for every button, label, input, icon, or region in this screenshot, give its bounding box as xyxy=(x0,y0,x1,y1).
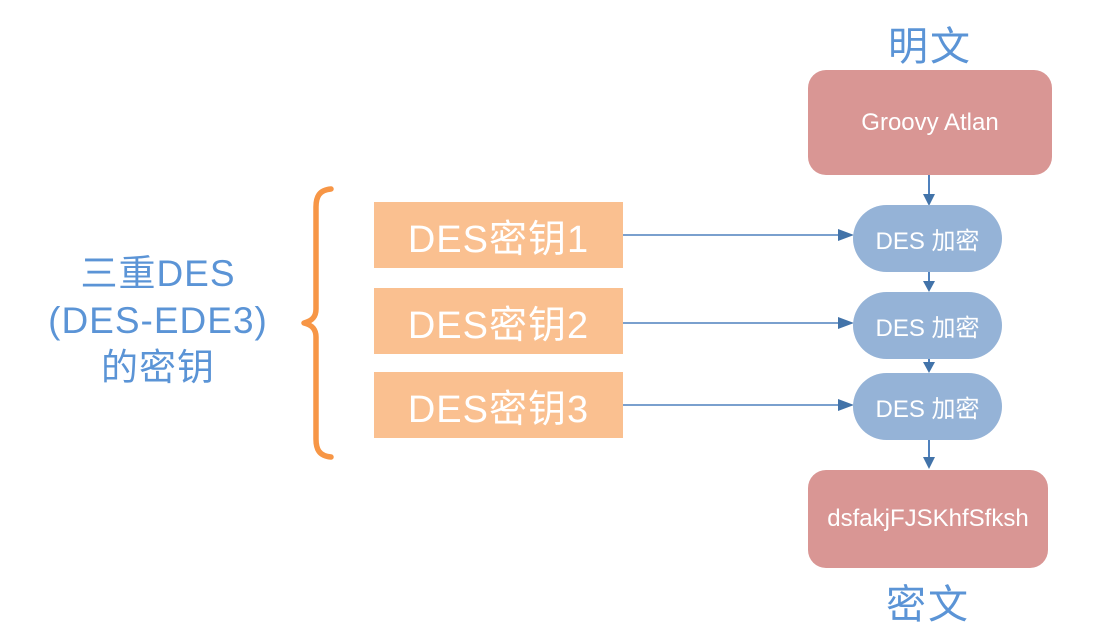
arrow-stage3-to-ciphertext xyxy=(923,440,935,469)
key-box-2-label: DES密钥2 xyxy=(407,304,590,347)
stage-pill-2-label: DES 加密 xyxy=(875,315,980,342)
stage-pill-1-label: DES 加密 xyxy=(875,228,980,255)
ciphertext-value: dsfakjFJSKhfSfksh xyxy=(827,505,1029,532)
key-group-label-line3: 的密钥 xyxy=(101,347,215,388)
stage-pill-3: DES 加密 xyxy=(853,373,1002,440)
key-box-1-label: DES密钥1 xyxy=(407,218,590,261)
ciphertext-box: dsfakjFJSKhfSfksh xyxy=(808,470,1048,568)
stage-pill-3-label: DES 加密 xyxy=(875,396,980,423)
arrow-key2-to-stage2 xyxy=(623,317,854,329)
ciphertext-label: 密文 xyxy=(886,583,970,627)
arrow-key3-to-stage3 xyxy=(623,399,854,411)
stage-pill-1: DES 加密 xyxy=(853,205,1002,272)
arrow-plaintext-to-stage1 xyxy=(923,175,935,206)
arrow-stage2-to-stage3 xyxy=(923,359,935,373)
arrow-stage1-to-stage2 xyxy=(923,272,935,292)
stage-pill-2: DES 加密 xyxy=(853,292,1002,359)
plaintext-box: Groovy Atlan xyxy=(808,70,1052,175)
plaintext-value: Groovy Atlan xyxy=(861,108,999,136)
key-box-2: DES密钥2 xyxy=(374,288,623,354)
key-box-1: DES密钥1 xyxy=(374,202,623,268)
arrow-key1-to-stage1 xyxy=(623,229,854,241)
triple-des-key-label: 三重DES (DES-EDE3) 的密钥 xyxy=(10,250,306,391)
plaintext-label: 明文 xyxy=(888,25,972,69)
key-group-label-line1: 三重DES xyxy=(80,253,236,294)
key-group-label-line2: (DES-EDE3) xyxy=(48,300,268,341)
brace-icon xyxy=(301,186,334,460)
key-box-3-label: DES密钥3 xyxy=(407,388,590,431)
key-box-3: DES密钥3 xyxy=(374,372,623,438)
